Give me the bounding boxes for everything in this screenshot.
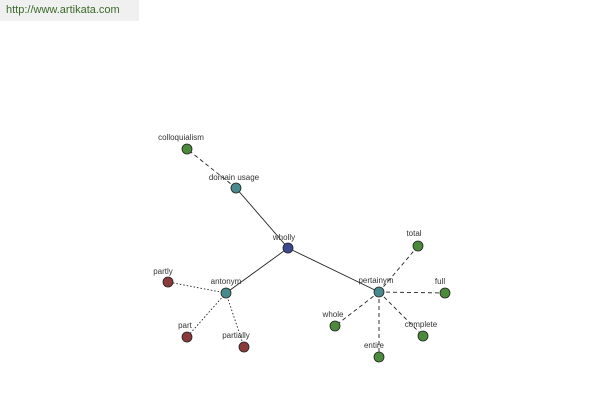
node-label: whole bbox=[322, 310, 344, 319]
node-marker[interactable] bbox=[220, 287, 232, 299]
node-full[interactable]: full bbox=[435, 277, 451, 299]
node-marker[interactable] bbox=[373, 286, 385, 298]
node-label: complete bbox=[405, 320, 438, 329]
edge-antonym-partially bbox=[225, 292, 245, 348]
graph-edges bbox=[167, 148, 446, 357]
edge-pertainym-complete bbox=[378, 291, 424, 337]
node-marker[interactable] bbox=[439, 287, 451, 299]
edge-wholly-pertainym bbox=[287, 247, 380, 293]
node-marker[interactable] bbox=[162, 276, 174, 288]
node-pertainym[interactable]: pertainym bbox=[358, 276, 394, 298]
node-label: part bbox=[178, 321, 193, 330]
site-url-link[interactable]: http://www.artikata.com bbox=[0, 0, 139, 21]
node-marker[interactable] bbox=[417, 330, 429, 342]
node-partially[interactable]: partially bbox=[222, 331, 250, 353]
edge-pertainym-full bbox=[378, 291, 446, 294]
node-label: wholly bbox=[272, 233, 295, 242]
node-marker[interactable] bbox=[329, 320, 341, 332]
edge-wholly-antonym bbox=[225, 247, 289, 294]
edge-antonym-partly bbox=[167, 281, 227, 294]
edge-pertainym-whole bbox=[334, 291, 380, 327]
node-marker[interactable] bbox=[181, 331, 193, 343]
node-label: partially bbox=[222, 331, 250, 340]
node-label: domain usage bbox=[209, 173, 260, 182]
edge-domain_usage-colloquialism bbox=[186, 148, 237, 189]
graph-nodes: wholly domain usage antonym pertainym colloq… bbox=[153, 133, 451, 363]
node-label: colloquialism bbox=[158, 133, 204, 142]
node-marker[interactable] bbox=[230, 182, 242, 194]
node-partly[interactable]: partly bbox=[153, 267, 174, 288]
node-total[interactable]: total bbox=[406, 229, 424, 252]
node-marker[interactable] bbox=[238, 341, 250, 353]
node-marker[interactable] bbox=[282, 242, 294, 254]
node-label: pertainym bbox=[358, 276, 393, 285]
node-marker[interactable] bbox=[373, 351, 385, 363]
node-label: full bbox=[435, 277, 445, 286]
node-domain_usage[interactable]: domain usage bbox=[209, 173, 260, 194]
node-marker[interactable] bbox=[412, 240, 424, 252]
node-label: antonym bbox=[211, 277, 242, 286]
node-part[interactable]: part bbox=[178, 321, 193, 343]
node-colloquialism[interactable]: colloquialism bbox=[158, 133, 204, 155]
node-label: total bbox=[406, 229, 421, 238]
node-label: entire bbox=[364, 341, 385, 350]
edge-wholly-domain_usage bbox=[235, 187, 289, 249]
node-antonym[interactable]: antonym bbox=[211, 277, 242, 299]
node-whole[interactable]: whole bbox=[322, 310, 344, 332]
node-marker[interactable] bbox=[181, 143, 193, 155]
node-entire[interactable]: entire bbox=[364, 341, 385, 363]
edge-antonym-part bbox=[186, 292, 227, 338]
edge-pertainym-total bbox=[378, 245, 419, 293]
node-complete[interactable]: complete bbox=[405, 320, 438, 342]
node-wholly[interactable]: wholly bbox=[272, 233, 295, 254]
node-label: partly bbox=[153, 267, 173, 276]
